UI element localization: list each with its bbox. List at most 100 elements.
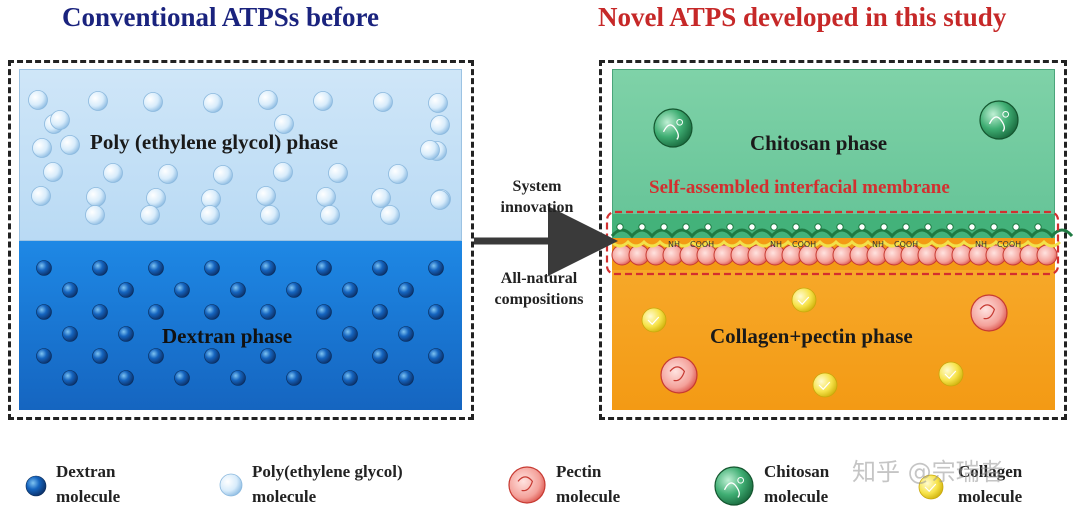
- natural-text-line1: All-natural: [500, 270, 578, 287]
- membrane-charge: [704, 223, 712, 231]
- peg-molecule: [200, 205, 220, 225]
- collagen-molecule: [812, 372, 838, 398]
- dextran-molecule: [92, 260, 108, 276]
- peg-molecule: [428, 93, 448, 113]
- collagen-chain: [647, 316, 660, 326]
- pectin-chain: [979, 304, 996, 320]
- dextran-molecule: [316, 348, 332, 364]
- membrane-cooh-label: COOH: [690, 240, 714, 249]
- membrane-label: Self-assembled interfacial membrane: [649, 177, 950, 198]
- dextran-molecule: [230, 282, 246, 298]
- legend-dextran-line1: Dextran: [56, 462, 116, 481]
- dextran-molecule: [92, 348, 108, 364]
- peg-molecule: [420, 140, 440, 160]
- peg-molecule: [103, 163, 123, 183]
- pectin-molecules: [660, 294, 1008, 394]
- peg-molecule: [273, 162, 293, 182]
- legend-icons: [25, 466, 944, 506]
- legend-chitosan-line1: Chitosan: [764, 462, 830, 481]
- dextran-molecule: [204, 260, 220, 276]
- membrane-charge: [880, 223, 888, 231]
- peg-molecule: [430, 190, 450, 210]
- chitosan-molecule: [979, 100, 1019, 140]
- chitosan-charge: [1002, 110, 1010, 118]
- peg-molecule-field: [28, 90, 451, 225]
- peg-molecule: [85, 205, 105, 225]
- peg-molecule: [316, 187, 336, 207]
- dextran-molecule: [174, 282, 190, 298]
- dextran-molecule: [174, 370, 190, 386]
- chitosan-charge: [676, 118, 684, 126]
- peg-molecule: [32, 138, 52, 158]
- dextran-molecule: [286, 370, 302, 386]
- chitosan-charge: [737, 476, 745, 484]
- dextran-molecule: [260, 260, 276, 276]
- dextran-molecule-field: [36, 260, 444, 386]
- membrane-charge: [682, 223, 690, 231]
- dextran-molecule: [398, 326, 414, 342]
- dextran-molecule: [342, 326, 358, 342]
- dextran-molecule: [118, 326, 134, 342]
- dextran-molecule: [286, 282, 302, 298]
- dextran-molecule: [148, 260, 164, 276]
- membrane-charge: [946, 223, 954, 231]
- dextran-molecule: [428, 304, 444, 320]
- peg-molecule: [50, 110, 70, 130]
- dextran-molecule: [92, 304, 108, 320]
- chitosan-chain: [662, 124, 679, 140]
- collagen-chain: [797, 296, 810, 306]
- collagen-chain: [944, 370, 957, 380]
- legend-peg-line2: molecule: [252, 487, 317, 506]
- natural-text-line2: compositions: [494, 291, 584, 308]
- peg-molecule: [313, 91, 333, 111]
- chitosan-chain: [723, 482, 740, 498]
- legend-pectin: Pectin molecule: [556, 459, 620, 509]
- system-innovation-text: System innovation: [487, 176, 587, 218]
- dextran-molecule: [428, 260, 444, 276]
- legend-collagen-line1: Collagen: [958, 462, 1023, 481]
- dextran-molecule: [62, 326, 78, 342]
- peg-molecule: [430, 115, 450, 135]
- membrane-nh-label: NH: [872, 240, 884, 249]
- dextran-molecule: [342, 370, 358, 386]
- peg-molecule: [140, 205, 160, 225]
- dextran-phase-label: Dextran phase: [162, 324, 293, 348]
- legend-pectin-line1: Pectin: [556, 462, 602, 481]
- system-text-line1: System: [512, 178, 562, 195]
- peg-molecule: [28, 90, 48, 110]
- membrane-charge: [660, 223, 668, 231]
- peg-molecule: [373, 92, 393, 112]
- collagen-chain: [818, 381, 831, 391]
- chitosan-molecules: [653, 100, 1019, 148]
- dextran-molecule: [148, 304, 164, 320]
- membrane-nh-label: NH: [975, 240, 987, 249]
- peg-molecule: [143, 92, 163, 112]
- dextran-molecule: [204, 304, 220, 320]
- chitosan-chain: [988, 116, 1005, 132]
- pectin-chain: [517, 476, 534, 492]
- membrane-charge: [638, 223, 646, 231]
- peg-molecule: [86, 187, 106, 207]
- collagen-chain: [924, 483, 937, 493]
- peg-molecule: [88, 91, 108, 111]
- legend-pectin-line2: molecule: [556, 487, 621, 506]
- membrane-charge: [616, 223, 624, 231]
- pectin-molecule: [970, 294, 1008, 332]
- membrane-charge: [836, 223, 844, 231]
- chitosan-molecule: [714, 466, 754, 506]
- membrane-charge: [726, 223, 734, 231]
- membrane-charge: [968, 223, 976, 231]
- legend-dextran: Dextran molecule: [56, 459, 120, 509]
- legend-peg-icon: [219, 473, 243, 497]
- legend-collagen-line2: molecule: [958, 487, 1023, 506]
- legend-collagen: Collagen molecule: [958, 459, 1022, 509]
- dextran-molecule: [148, 348, 164, 364]
- all-natural-text: All-natural compositions: [483, 268, 595, 310]
- pectin-chain: [669, 366, 686, 382]
- peg-molecule: [43, 162, 63, 182]
- dextran-molecule: [36, 348, 52, 364]
- membrane-charge: [858, 223, 866, 231]
- legend-chitosan: Chitosan molecule: [764, 459, 829, 509]
- watermark: 知乎 @宗瑞者: [852, 458, 1004, 486]
- peg-molecule: [60, 135, 80, 155]
